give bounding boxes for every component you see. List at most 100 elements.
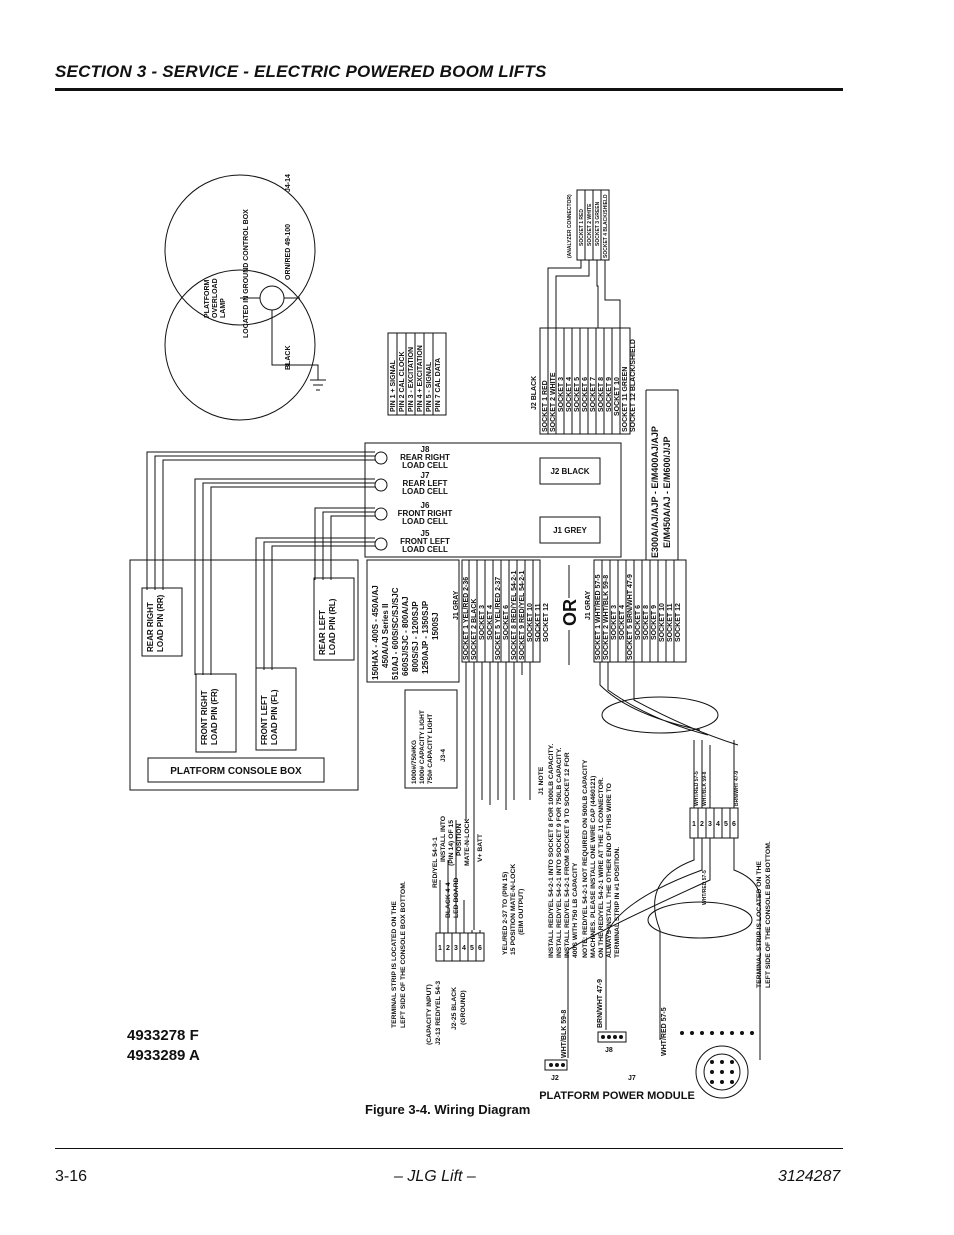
j1-a-title: J1 GRAY <box>453 590 460 620</box>
figure-caption: Figure 3-4. Wiring Diagram <box>365 1102 531 1117</box>
lamp-label-3: LAMP <box>220 298 227 318</box>
power-module-j7 <box>695 1045 749 1099</box>
ground-label: J2-25 BLACK <box>451 987 458 1030</box>
strip-right-note: LEFT SIDE OF THE CONSOLE BOX BOTTOM. <box>765 841 772 988</box>
j1-b-row: SOCKET 8 <box>643 605 650 640</box>
j8-port-icon <box>374 451 388 465</box>
strip-left-num: 4 <box>462 945 466 952</box>
capacity-light-box <box>404 689 458 789</box>
led-board-label: LED BOARD <box>453 878 460 918</box>
strip-left-num: 5 <box>470 945 474 952</box>
j6-label-1: FRONT RIGHT <box>398 509 453 518</box>
redyel-label: RED/YEL 54-3-1 <box>432 837 439 888</box>
j1-a-row: SOCKET 6 <box>503 605 510 640</box>
j1-note-line: INSTALL RED/YEL 54-2-1 FROM SOCKET 9 TO … <box>564 752 571 958</box>
overload-lamp-icon <box>259 285 285 311</box>
power-j7-label: J7 <box>628 1075 636 1082</box>
led-board-label: BLACK 4-4 <box>445 882 452 918</box>
models-a-line: 510AJ - 600S/SC/SJ/SJC <box>391 587 400 680</box>
strip-left-num: 3 <box>454 945 458 952</box>
strip-right-num: 5 <box>724 821 728 828</box>
strip-right-num: 6 <box>732 821 736 828</box>
j7-label-1: REAR LEFT <box>403 479 448 488</box>
power-j8-label: J8 <box>605 1047 613 1054</box>
power-module-j8 <box>597 1031 627 1043</box>
load-pin-rr <box>141 587 183 657</box>
ground-box-circle-upper <box>164 174 316 326</box>
yelred-label: YEL/RED 2-37 TO (PIN 15) <box>502 872 509 955</box>
strip-left-num: 2 <box>446 945 450 952</box>
j1-note-line: ON THE RED/YEL 54-2-1 WIRE AT THE J1 CON… <box>598 777 605 958</box>
models-a-line: 150HAX - 400S - 450A/AJ <box>371 585 380 680</box>
j2-row: SOCKET 2 WHITE <box>550 372 557 432</box>
strip-right-num: 1 <box>692 821 696 828</box>
j1-note-line: INSTALL RED/YEL 54-2-1 INTO SOCKET 9 FOR… <box>556 747 563 958</box>
j2-row: SOCKET 11 GREEN <box>622 367 629 432</box>
j1-b-row: SOCKET 1 WHT/RED 57-5 <box>595 574 602 660</box>
j1-note-line: 400S WITH 750 LB CAPACITY <box>572 862 579 958</box>
strip-right-wire-left: WHT/RED 57-5 <box>702 870 708 905</box>
load-pin-fr-label-2: LOAD PIN (FR) <box>210 688 219 745</box>
console-title: PLATFORM CONSOLE BOX <box>170 766 302 777</box>
ground-box-title: LOCATED IN GROUND CONTROL BOX <box>243 209 250 338</box>
analyzer-row: SOCKET 4 BLACK/SHIELD <box>603 194 609 258</box>
j2-row: SOCKET 8 <box>598 377 605 412</box>
models-b-line-1: E300A/AJ/AJP - E/M400AJ/AJP <box>650 426 660 558</box>
j5-label-1: FRONT LEFT <box>400 537 450 546</box>
strip-left-note: TERMINAL STRIP IS LOCATED ON THE <box>391 901 398 1028</box>
yelred-label: (EIM OUTPUT) <box>518 889 525 935</box>
platform-console-box <box>129 559 359 791</box>
capacity-line: 1000#/750#KG <box>411 740 418 784</box>
analyzer-row: SOCKET 1 RED <box>579 209 585 246</box>
pin-row: PIN 3 - EXCITATION <box>408 347 415 412</box>
j5-port-icon <box>374 537 388 551</box>
ground-box-circle-lower <box>164 269 316 421</box>
section-header: SECTION 3 - SERVICE - ELECTRIC POWERED B… <box>55 62 547 81</box>
j1-grey-port <box>539 516 601 544</box>
models-a-line: 450A/AJ Series II <box>381 604 390 668</box>
j2-black-port <box>539 457 601 485</box>
j1-b-row: SOCKET 11 <box>667 603 674 642</box>
j7-label-2: LOAD CELL <box>402 487 448 496</box>
ground-ref-label: J4-14 <box>285 174 292 192</box>
analyzer-title: (ANALYZER CONNECTOR) <box>567 194 573 258</box>
install-label: MATE-N-LOCK <box>464 818 471 866</box>
pin-row: PIN 4 + EXCITATION <box>417 345 424 412</box>
j1-a-row: SOCKET 5 YEL/RED 2-37 <box>495 577 502 660</box>
j1-a-row: SOCKET 9 RED/YEL 54-2-1 <box>519 571 526 660</box>
j2-row: SOCKET 9 <box>606 377 613 412</box>
orn-wire-label: ORN/RED 49-100 <box>285 224 292 280</box>
load-pin-rr-label-2: LOAD PIN (RR) <box>156 594 165 652</box>
load-pin-rl-label-2: LOAD PIN (RL) <box>328 598 337 655</box>
j1-a-row: SOCKET 11 <box>535 603 542 642</box>
j1-note-line: NOTE: RED/YEL 54-2-1 NOT REQUIRED ON 500… <box>582 759 589 958</box>
models-b-line-2: E/M450A/AJ - E/M600/J/JP <box>662 436 672 548</box>
strip-right-num: 4 <box>716 821 720 828</box>
j1-note-line: INSTALL RED/YEL 54-2-1 INTO SOCKET 8 FOR… <box>548 744 555 958</box>
load-pin-rr-label-1: REAR RIGHT <box>146 602 155 652</box>
cap-input-label: J2-13 RED/YEL 54-3 <box>435 981 442 1045</box>
j2-row: SOCKET 6 <box>582 377 589 412</box>
j2-row: SOCKET 3 <box>558 377 565 412</box>
strip-right-note: TERMINAL STRIP IS LOCATED ON THE <box>756 861 763 988</box>
j1-note-title: J1 NOTE <box>538 766 545 795</box>
j2-row: SOCKET 12 BLACK/SHIELD <box>630 339 637 432</box>
footer-rule <box>55 1148 843 1149</box>
j1-note-line: MACHINES. PLEASE INSTALL ONE WIRE CAP (4… <box>590 776 597 958</box>
j2-row: SOCKET 5 <box>574 377 581 412</box>
load-pin-fr-label-1: FRONT RIGHT <box>200 690 209 745</box>
pin-row: PIN 2 CAL CLOCK <box>399 351 406 412</box>
power-module-j2 <box>544 1059 568 1071</box>
document-number: 3124287 <box>778 1168 841 1185</box>
j1-note-line: TERMINAL STRIP IN #1 POSITION. <box>614 847 621 958</box>
j7-id: J7 <box>421 471 430 480</box>
load-sensing-module <box>364 442 622 558</box>
console-title-box <box>147 757 325 783</box>
j1-a-row: SOCKET 3 <box>479 605 486 640</box>
header-rule <box>55 88 843 91</box>
models-a-line: 1250AJP - 1350SJP <box>421 600 430 674</box>
j8-label-1: REAR RIGHT <box>400 453 450 462</box>
pin-row: PIN 5 - SIGNAL <box>426 361 433 412</box>
load-pin-fl-label-1: FRONT LEFT <box>260 695 269 745</box>
j2-table-title: J2 BLACK <box>531 376 538 410</box>
